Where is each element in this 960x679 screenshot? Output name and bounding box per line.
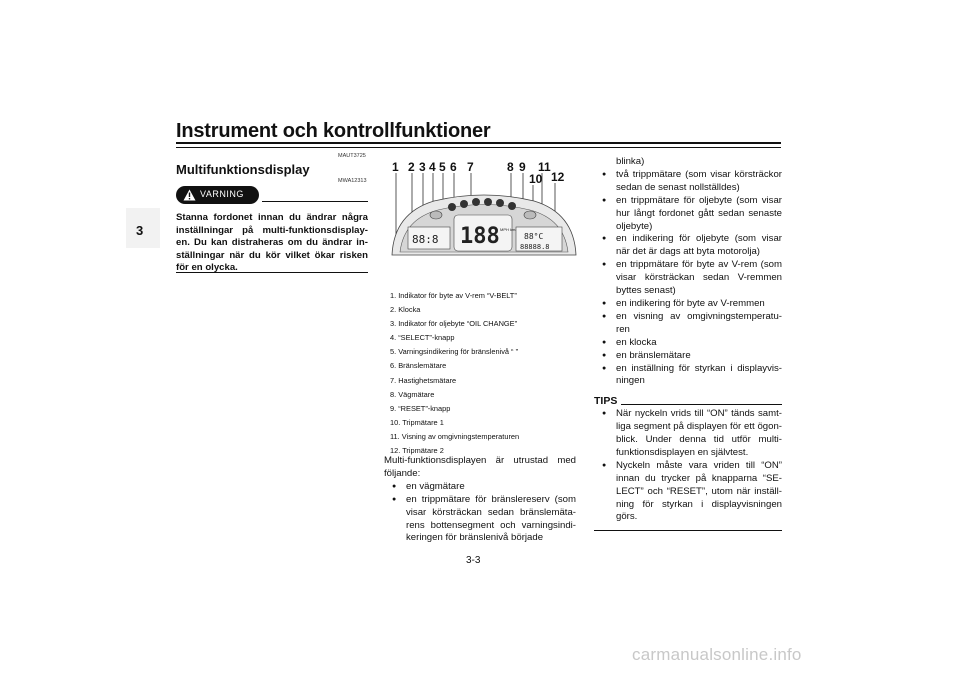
feature-item: en trippmätare för oljebyte (som visar h…	[594, 195, 782, 234]
warning-triangle-icon	[183, 189, 196, 201]
tips-bottom-rule	[594, 530, 782, 532]
warning-text: Stanna fordonet innan du ändrar några in…	[176, 212, 368, 273]
body-column-2: Multi-funktionsdisplayen är utrustad med…	[384, 455, 576, 545]
feature-item: en visning av omgivningstemperatu-ren	[594, 311, 782, 337]
feature-item-continued: blinka)	[616, 156, 645, 167]
watermark: carmanualsonline.info	[632, 645, 802, 664]
legend-item: 9. “RESET”-knapp	[390, 403, 451, 413]
feature-item: en trippmätare för byte av V-rem (som vi…	[594, 259, 782, 298]
feature-item: en indikering för byte av V-remmen	[594, 298, 782, 311]
legend-item: 3. Indikator för oljebyte “OIL CHANGE”	[390, 319, 518, 329]
legend-item: 2. Klocka	[390, 305, 421, 315]
feature-item: en bränslemätare	[594, 350, 782, 363]
legend-item: 7. Hastighetsmätare	[390, 375, 457, 385]
page-header-title: Instrument och kontrollfunktioner	[176, 120, 491, 142]
intro-paragraph: Multi-funktionsdisplayen är utrustad med…	[384, 455, 576, 479]
feature-item: en trippmätare för bränslereserv (som vi…	[384, 494, 576, 546]
feature-item: en vägmätare	[384, 481, 576, 494]
legend-item: 1. Indikator för byte av V-rem “V-BELT”	[390, 291, 517, 300]
legend-item: 10. Tripmätare 1	[390, 417, 444, 427]
warning-badge: VARNING	[176, 186, 259, 204]
legend-item: 5. Varningsindikering för bränslenivå “ …	[390, 347, 519, 357]
legend-item: 4. “SELECT”-knapp	[390, 333, 455, 343]
legend-item: 11. Visning av omgivningstemperaturen	[390, 431, 520, 441]
callout-11: 11	[538, 160, 551, 174]
callout-12: 12	[551, 170, 565, 184]
chapter-number: 3	[136, 223, 144, 238]
section-title: Multifunktionsdisplay	[176, 162, 310, 177]
callout-4: 4	[429, 160, 436, 174]
section-code: MAUT3725	[338, 153, 366, 159]
reset-button	[523, 210, 537, 220]
callout-3: 3	[419, 160, 426, 174]
lcd-speed-unit: MPH km/h	[500, 227, 519, 232]
warning-rule	[262, 201, 368, 202]
page-number: 3-3	[466, 555, 481, 566]
indicator-lights	[448, 198, 516, 211]
tips-heading: TIPS	[594, 395, 782, 408]
select-button	[429, 210, 443, 220]
lcd-clock: 88:8	[412, 233, 439, 246]
warning-label: VARNING	[200, 189, 244, 199]
feature-item: en inställning för styrkan i displayvis-…	[594, 363, 782, 389]
lcd-odometer: 88888.8	[520, 243, 550, 251]
legend-item: 6. Bränslemätare	[390, 361, 447, 371]
feature-item: en klocka	[594, 337, 782, 350]
lcd-speed: 188	[460, 224, 500, 249]
tips-item: När nyckeln vrids till “ON” tänds samt-l…	[594, 408, 782, 460]
tips-rule	[621, 404, 782, 406]
callout-1: 1	[392, 160, 399, 174]
feature-item: två trippmätare (som visar körsträckor s…	[594, 169, 782, 195]
warning-bottom-rule	[176, 272, 368, 273]
callout-2: 2	[408, 160, 415, 174]
callout-8: 8	[507, 160, 514, 174]
callout-10: 10	[529, 172, 543, 186]
body-column-3: blinka) två trippmätare (som visar körst…	[594, 156, 782, 532]
callout-5: 5	[439, 160, 446, 174]
lcd-temp: 88°C	[524, 232, 543, 241]
instrument-display-diagram: 1 2 3 4 5 6 7 8 9 10 11 12 88:8 188	[391, 160, 577, 256]
callout-9: 9	[519, 160, 526, 174]
header-rule-thin	[176, 147, 781, 148]
legend-list: 1. Indikator för byte av V-rem “V-BELT” …	[390, 289, 519, 458]
legend-item: 8. Vägmätare	[390, 389, 435, 399]
warning-code: MWA12313	[338, 178, 367, 184]
tips-item: Nyckeln måste vara vriden till “ON” inna…	[594, 460, 782, 525]
chapter-tab	[126, 208, 160, 248]
callout-7: 7	[467, 160, 474, 174]
callout-6: 6	[450, 160, 457, 174]
feature-item: en indikering för oljebyte (som visar nä…	[594, 233, 782, 259]
tips-label: TIPS	[594, 395, 618, 408]
legend-item: 12. Tripmätare 2	[390, 446, 444, 456]
header-rule	[176, 142, 781, 144]
